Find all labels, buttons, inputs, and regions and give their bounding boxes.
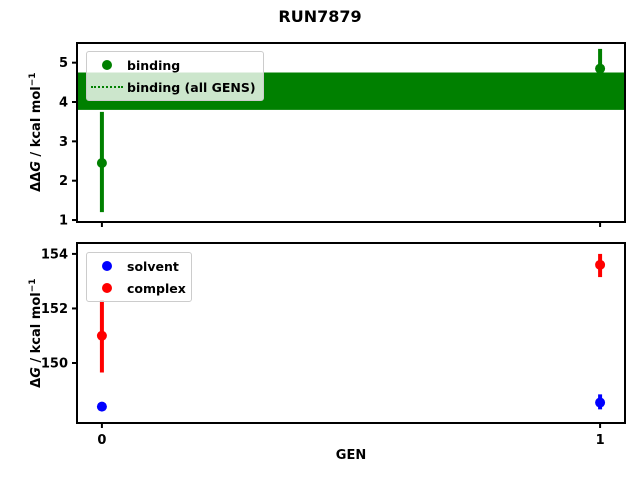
legend-label-complex: complex [127,280,186,296]
solvent-point-gen0 [96,401,107,412]
bottom-y-tick-label: 150 [41,357,68,372]
ylabel-symbol: G [29,161,45,172]
bottom-x-tick-label: 0 [97,433,106,448]
top-y-tick-label: 4 [59,96,68,111]
ylabel-delta: Δ [29,377,45,388]
ylabel-unit: / kcal mol [29,86,45,162]
solvent-dot-icon [87,261,127,271]
top-y-axis-label: ΔΔG / kcal mol−1 [28,32,44,232]
top-y-tick-label: 5 [59,56,68,71]
legend-label-solvent: solvent [127,258,179,274]
binding-point-gen0 [96,157,107,168]
complex-point-gen1 [595,259,606,270]
ylabel-delta: ΔΔ [29,171,45,192]
legend-item-binding: binding [87,54,263,76]
dotted-line-icon [87,86,127,88]
bottom-axes-frame [76,242,626,424]
ylabel-unit: / kcal mol [29,292,45,368]
legend-item-binding-all-gens: binding (all GENS) [87,76,263,98]
bottom-y-axis-label: ΔG / kcal mol−1 [28,233,44,433]
binding-point-gen1 [595,63,606,74]
bottom-y-tick-label: 154 [41,247,68,262]
ylabel-symbol: G [29,367,45,378]
legend-item-solvent: solvent [87,255,191,277]
complex-dot-icon [87,283,127,293]
ylabel-exponent: −1 [27,72,38,87]
complex-point-gen0 [96,330,107,341]
bottom-y-tick-label: 152 [41,302,68,317]
top-legend: binding binding (all GENS) [86,51,264,101]
top-y-tick-label: 3 [59,135,68,150]
bottom-legend: solvent complex [86,252,192,302]
legend-label-binding-all-gens: binding (all GENS) [127,79,256,95]
top-y-tick-label: 2 [59,174,68,189]
ylabel-exponent: −1 [27,278,38,293]
legend-label-binding: binding [127,57,181,73]
binding-dot-icon [87,60,127,70]
legend-item-complex: complex [87,277,191,299]
top-axes-frame [76,42,626,223]
x-axis-label: GEN [335,448,367,463]
figure-title: RUN7879 [278,7,362,26]
solvent-point-gen1 [595,397,606,408]
bottom-x-tick-label: 1 [596,433,605,448]
top-y-tick-label: 1 [59,214,68,229]
